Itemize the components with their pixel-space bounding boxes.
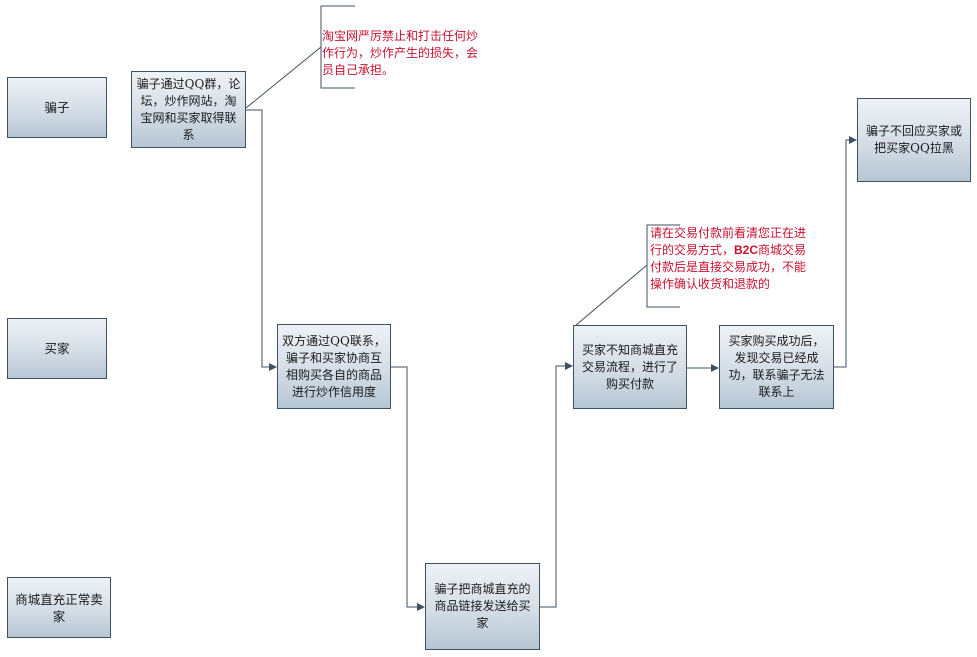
step-6-text: 骗子不回应买家或把买家QQ拉黑 bbox=[865, 124, 962, 155]
step-4-text: 买家不知商城直充交易流程，进行了购买付款 bbox=[581, 342, 678, 391]
warning-note-taobao: 淘宝网严厉禁止和打击任何炒作行为，炒作产生的损失，会员自己承担。 bbox=[322, 11, 478, 79]
lane-scammer-label: 骗子 bbox=[44, 100, 70, 115]
callout-line-n1 bbox=[245, 46, 322, 109]
warning-note-taobao-text: 淘宝网严厉禁止和打击任何炒作行为，炒作产生的损失，会员自己承担。 bbox=[322, 29, 479, 77]
step-1-contact: 骗子通过QQ群，论坛，炒作网站，淘宝网和买家取得联系 bbox=[131, 71, 246, 148]
lane-seller: 商城直充正常卖家 bbox=[7, 577, 111, 638]
connector-s1-s2 bbox=[246, 109, 277, 371]
step-5-buyer-discovers: 买家购买成功后，发现交易已经成功，联系骗子无法联系上 bbox=[719, 325, 834, 409]
step-4-buyer-pays: 买家不知商城直充交易流程，进行了购买付款 bbox=[573, 325, 687, 409]
step-2-negotiate: 双方通过QQ联系，骗子和买家协商互相购买各自的商品进行炒作信用度 bbox=[277, 324, 391, 409]
step-6-scammer-blocks: 骗子不回应买家或把买家QQ拉黑 bbox=[857, 98, 971, 182]
callout-bracket-n2 bbox=[646, 224, 680, 308]
callout-bracket-n1 bbox=[320, 5, 355, 89]
step-2-text: 双方通过QQ联系，骗子和买家协商互相购买各自的商品进行炒作信用度 bbox=[282, 333, 386, 399]
connector-s3-s4 bbox=[540, 362, 573, 608]
step-1-text: 骗子通过QQ群，论坛，炒作网站，淘宝网和买家取得联系 bbox=[136, 76, 241, 142]
lane-buyer: 买家 bbox=[7, 318, 107, 379]
lane-buyer-label: 买家 bbox=[44, 341, 70, 356]
step-3-text: 骗子把商城直充的商品链接发送给买家 bbox=[434, 582, 531, 630]
step-3-send-link: 骗子把商城直充的商品链接发送给买家 bbox=[425, 563, 540, 650]
warning-note-b2c-text-1: 请在交易付款前看清您正在进行的交易方式， bbox=[650, 226, 807, 257]
connector-s5-s6 bbox=[834, 136, 857, 368]
step-5-text: 买家购买成功后，发现交易已经成功，联系骗子无法联系上 bbox=[728, 334, 825, 399]
warning-note-b2c-bold: B2C bbox=[734, 243, 759, 257]
callout-line-n2 bbox=[574, 264, 648, 327]
warning-note-b2c: 请在交易付款前看清您正在进行的交易方式，B2C商城交易付款后是直接交易成功，不能… bbox=[650, 225, 810, 293]
lane-scammer: 骗子 bbox=[7, 77, 107, 138]
lane-seller-label: 商城直充正常卖家 bbox=[15, 591, 103, 624]
warning-note-b2c-text-2: 商城交易付款后是直接交易成功，不能操作确认收货和退款的 bbox=[650, 243, 807, 291]
connector-s2-s3 bbox=[391, 366, 425, 611]
